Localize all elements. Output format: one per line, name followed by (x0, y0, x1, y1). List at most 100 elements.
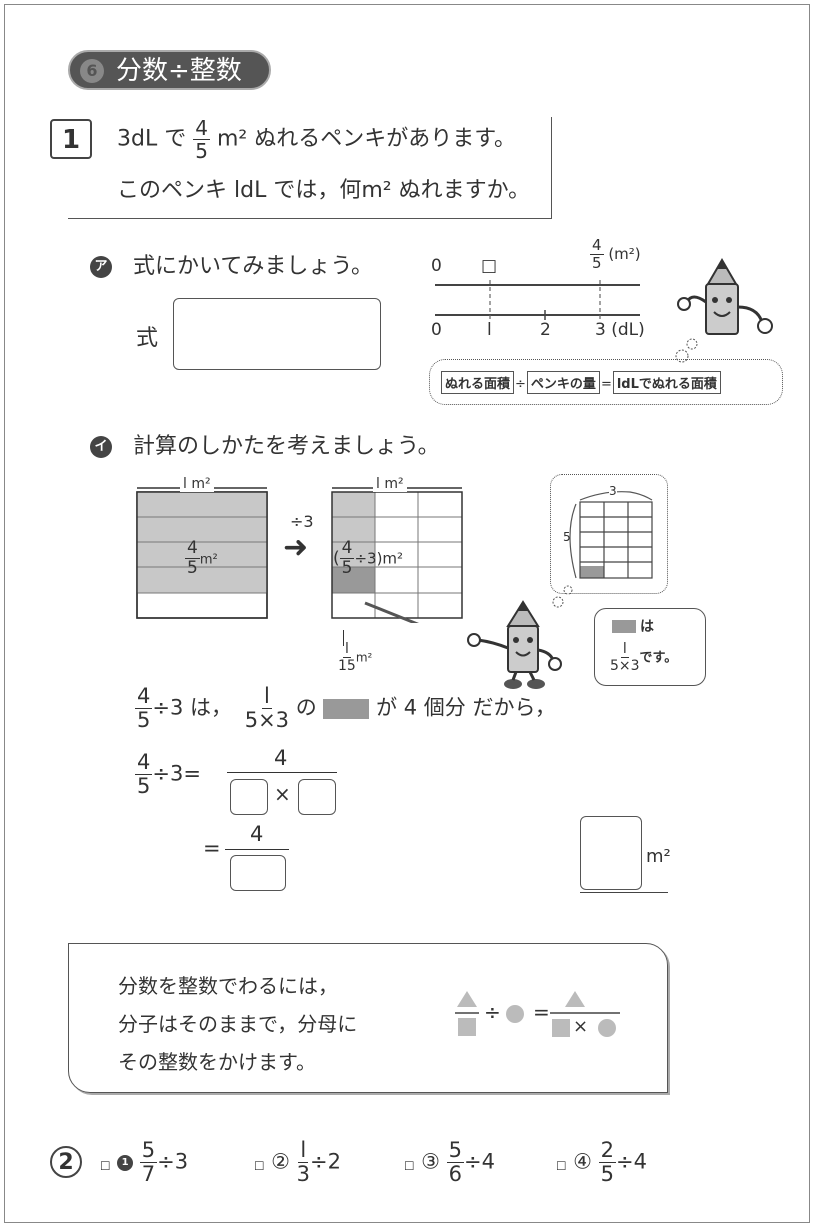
q2-item-3-marker: ③ (421, 1149, 440, 1174)
calc3-numerator: 4 (250, 822, 264, 846)
checkbox-icon[interactable]: □ (556, 1158, 567, 1172)
frac-numerator: 4 (590, 236, 604, 255)
summary-line-3: その整数をかけます。 (118, 1050, 316, 1074)
divide-by-3-label: ÷3 (290, 512, 314, 531)
frac-denominator: 6 (448, 1162, 462, 1186)
part-b-marker: イ (90, 436, 112, 458)
frac-denominator: 5 (137, 774, 151, 798)
frac-denominator: 5 (137, 708, 151, 732)
frac-numerator: 4 (193, 116, 210, 140)
calc3-denominator-box[interactable] (230, 855, 286, 891)
inset-grid (569, 491, 653, 579)
frac-denominator: 5 (195, 139, 208, 163)
calc1-text-a: ÷3 は， (152, 695, 233, 720)
part-a-prompt-row: ア 式にかいてみましょう。 (90, 248, 373, 280)
symbol-eq: = (533, 1000, 550, 1024)
frac-denominator: 5×3 (610, 658, 640, 674)
q2-item-3-op: ÷4 (463, 1149, 495, 1174)
inset-bubble-dots (552, 585, 573, 608)
circle-icon (598, 1019, 616, 1037)
q2-item-1-marker: 1 (117, 1154, 134, 1171)
formula-paint: ペンキの量 (526, 371, 600, 394)
checkbox-icon[interactable]: □ (100, 1158, 111, 1172)
formula-thought-bubble (429, 359, 783, 405)
answer-box[interactable] (580, 816, 642, 890)
summary-text: 分数を整数でわるには， 分子はそのままで，分母に その整数をかけます。 (118, 967, 357, 1081)
q2-item-4-op: ÷4 (615, 1149, 647, 1174)
checkbox-icon[interactable]: □ (404, 1158, 415, 1172)
inset-thought-bubble (550, 474, 668, 594)
calc2-denominator-box-1[interactable] (230, 779, 268, 815)
frac-denominator: 5 (187, 558, 198, 578)
question-line-2: このペンキ ldL では，何m² ぬれますか。 (117, 178, 531, 203)
nl-top-unknown: □ (481, 256, 498, 276)
q1-text-post: m² ぬれるペンキがあります。 (216, 126, 516, 152)
part-b-prompt: 計算のしかたを考えましょう。 (133, 434, 440, 459)
nl-bottom-0: 0 (431, 320, 442, 340)
calc1-gray-swatch (323, 698, 370, 719)
arrow-icon: ➜ (283, 530, 309, 565)
square-icon (458, 1018, 476, 1036)
formula-eq: = (600, 377, 612, 392)
section-title: 分数÷整数 (116, 56, 242, 86)
pencil-pointer-character (467, 600, 562, 689)
frac-denominator: 15 (338, 658, 356, 674)
summary-line-2: 分子はそのままで，分母に (118, 1012, 358, 1036)
area-figure-1 (136, 487, 268, 619)
area-figure-2 (331, 487, 463, 623)
checkbox-icon[interactable]: □ (254, 1158, 265, 1172)
fig1-label: l m² (180, 476, 214, 492)
inset-top-label: 3 (609, 484, 617, 498)
frac-numerator: 4 (185, 538, 200, 559)
speech-bubble (594, 608, 706, 686)
frac-numerator: 4 (339, 538, 355, 559)
frac-denominator: 5×3 (244, 708, 290, 732)
question-box-right-rule (551, 117, 552, 219)
nl-bottom-2: 2 (540, 320, 551, 340)
calc2-denominator-box-2[interactable] (298, 779, 336, 815)
q2-item-4-marker: ④ (573, 1149, 592, 1174)
nl-top-zero: 0 (431, 256, 442, 276)
pencil-character-illustration (677, 258, 773, 335)
section-number: 6 (80, 59, 104, 83)
answer-underline (580, 892, 668, 893)
part-a-marker: ア (90, 256, 112, 278)
frac-numerator: l (261, 684, 272, 709)
calc3-eq: = (203, 836, 221, 860)
q2-item-2-marker: ② (271, 1149, 290, 1174)
formula-area: ぬれる面積 (441, 371, 515, 394)
square-icon (552, 1019, 570, 1037)
nl-bottom-1: l (487, 320, 492, 340)
formula-div: ÷ (515, 377, 526, 392)
shiki-answer-box[interactable] (173, 298, 381, 370)
fig2-expr-rest: ÷3)m² (354, 549, 404, 568)
symbol-times: × (573, 1016, 589, 1037)
summary-line-1: 分数を整数でわるには， (118, 974, 338, 998)
fig2-paren: ( (333, 548, 340, 569)
part-a-prompt: 式にかいてみましょう。 (133, 254, 374, 279)
symbol-formula (455, 991, 620, 1037)
fig1-unit: m² (199, 552, 218, 568)
calc2-numerator: 4 (274, 746, 288, 770)
calc2-text: ÷3= (152, 761, 201, 786)
